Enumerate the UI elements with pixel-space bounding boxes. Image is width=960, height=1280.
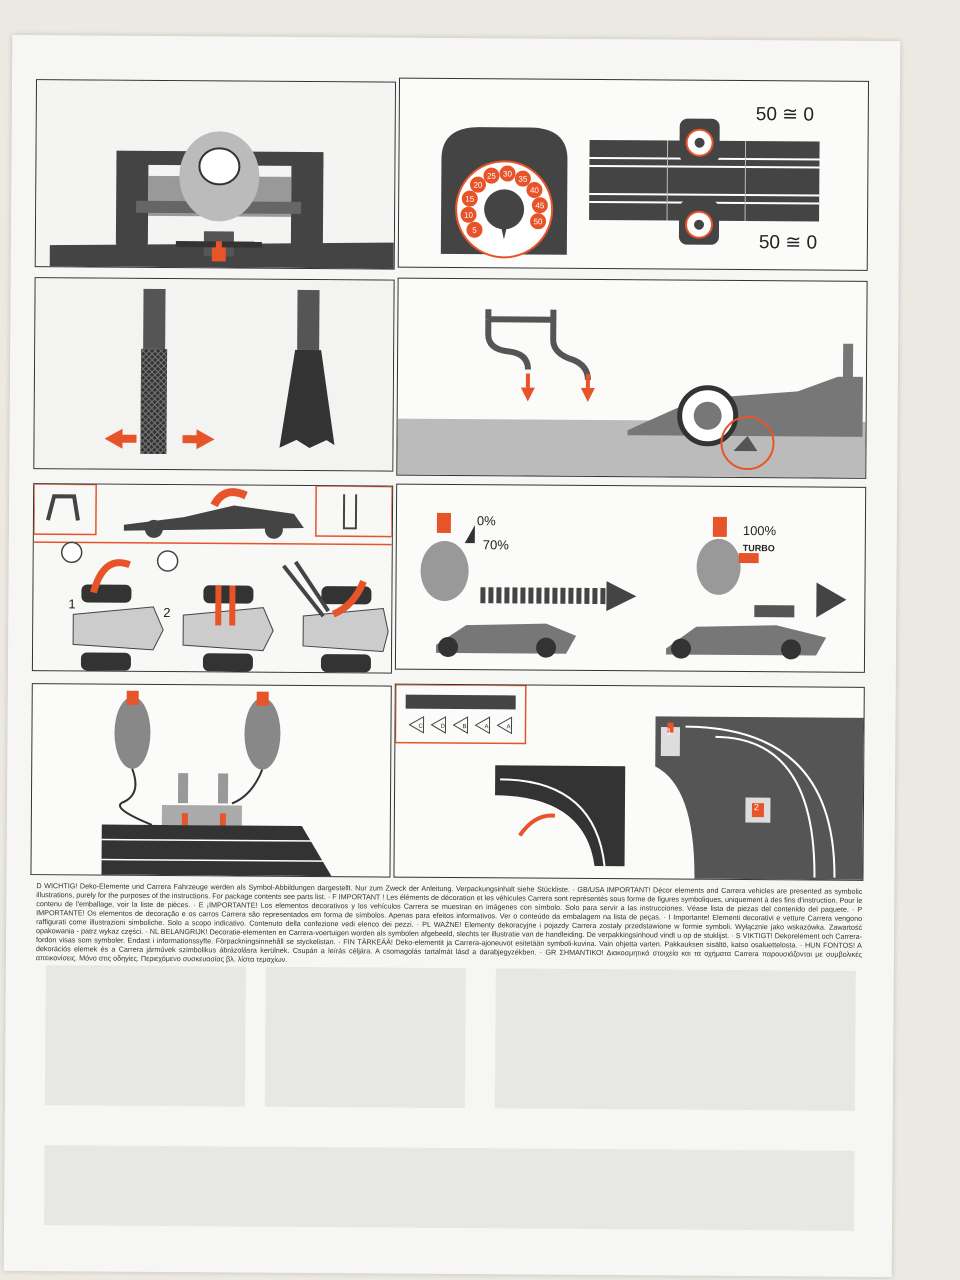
- throttle-100-label: 100%: [742, 523, 777, 539]
- dial-number: 50: [534, 217, 544, 226]
- dial-number-badge: [526, 181, 543, 198]
- multilingual-notice: D WICHTIG! Deko-Elemente und Carrera Fah…: [35, 881, 863, 964]
- dial-number: 25: [487, 172, 497, 181]
- car-front-illustration: [35, 80, 396, 269]
- panel-guide-keel: [396, 277, 868, 479]
- track-sign-letter: A: [484, 724, 488, 730]
- step-number-1: 1: [68, 596, 76, 612]
- dial-number-badge: [514, 170, 531, 187]
- dial-number-badge: [460, 206, 477, 223]
- dial-number: 5: [472, 226, 477, 235]
- dial-number: 30: [503, 169, 513, 178]
- speed-bar: [496, 587, 502, 604]
- track-sign-letter: A: [506, 724, 510, 730]
- step-number-2: 2: [163, 604, 171, 621]
- track-sign-letter: C: [418, 724, 423, 730]
- braid-illustration: [34, 278, 394, 471]
- speed-bar: [504, 587, 510, 604]
- throttle-70-label: 70%: [482, 537, 509, 553]
- track-sign: [430, 716, 447, 734]
- dial-number-badge: [483, 167, 500, 184]
- dial-number-badge: [461, 190, 478, 207]
- speed-bar: [544, 587, 550, 604]
- dial-number-badge: [531, 197, 548, 214]
- turbo-label: TURBO: [742, 543, 775, 554]
- panel-braid-brushes: [33, 277, 395, 472]
- speed-bar: [512, 587, 518, 604]
- speed-bar: [520, 587, 526, 604]
- track-sign-letter: D: [440, 724, 445, 730]
- track-sign-letter: B: [462, 724, 466, 730]
- speed-bar: [592, 587, 598, 605]
- speed-bar: [584, 587, 590, 604]
- dial-number-badge: [469, 176, 486, 193]
- panel-replace-guide: 1 2: [31, 483, 394, 674]
- panel-connection-box: [30, 683, 392, 878]
- controller-illustration: [420, 512, 847, 660]
- dial-number: 15: [465, 195, 475, 204]
- warning-tile-1: 1: [666, 726, 672, 737]
- panel-car-front-view: [34, 79, 397, 270]
- speed-bar: [536, 587, 542, 604]
- track-sign: [452, 716, 469, 734]
- warning-tile-2: 2: [753, 802, 760, 813]
- scale-label-bottom: 50 ≅ 0: [758, 232, 818, 254]
- track-sign: [474, 716, 491, 735]
- guide-keel-illustration: [397, 309, 866, 478]
- speed-bar: [600, 588, 606, 605]
- panel-curve-assembly: C D B A A 1 2: [393, 683, 865, 881]
- dial-number: 10: [464, 211, 474, 220]
- dial-number-badge: [530, 213, 547, 230]
- track-sign: [408, 715, 425, 734]
- track-sign: [496, 716, 513, 735]
- dial-number: 45: [535, 201, 545, 210]
- dial-number: 20: [473, 181, 483, 190]
- panel-controller-speed: 0% 70% 100% TURBO: [394, 483, 867, 673]
- dial-number-badge: [499, 165, 516, 182]
- speed-bar: [488, 587, 494, 604]
- dial-number: 35: [518, 175, 528, 184]
- speed-bar: [528, 587, 534, 604]
- speed-bar: [560, 587, 566, 604]
- speed-bar: [576, 587, 582, 604]
- dial-number-badge: [466, 221, 483, 238]
- speed-bar-group: [480, 587, 606, 605]
- scale-label-top: 50 ≅ 0: [755, 104, 815, 126]
- dial-number: 40: [530, 186, 540, 195]
- connection-illustration: [101, 690, 332, 877]
- throttle-min-label: 0%: [476, 513, 496, 529]
- speed-bar: [568, 587, 574, 604]
- speed-bar: [552, 587, 558, 604]
- guide-replace-illustration: [32, 484, 393, 673]
- faded-reverse-print: [44, 965, 856, 1231]
- speed-bar: [480, 587, 486, 604]
